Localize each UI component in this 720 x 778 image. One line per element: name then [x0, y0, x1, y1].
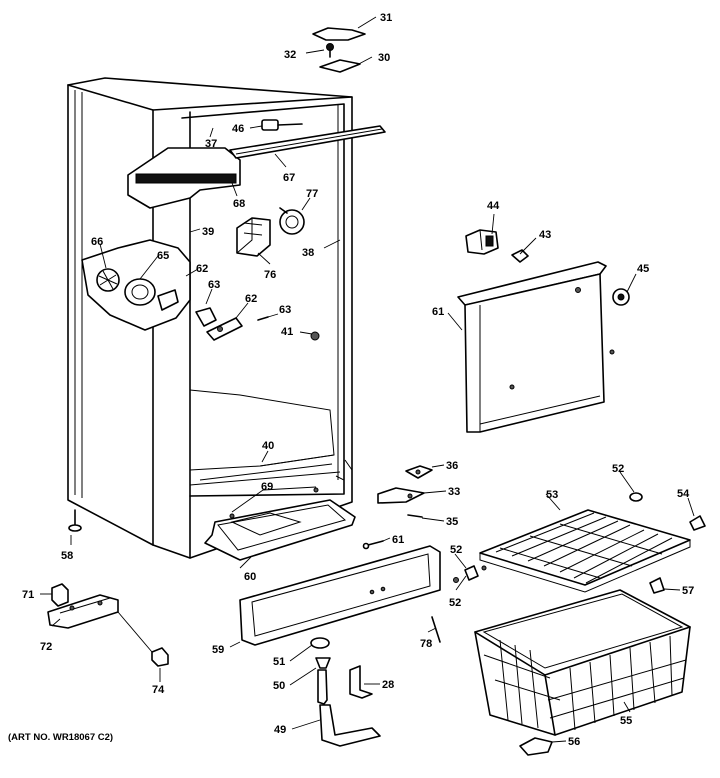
label-51: 51 [273, 656, 285, 668]
label-72: 72 [40, 641, 52, 653]
label-52-low: 52 [449, 597, 461, 609]
label-69: 69 [261, 481, 273, 493]
drain-tray [204, 487, 356, 561]
label-52-top: 52 [612, 463, 624, 475]
label-78: 78 [420, 638, 432, 650]
label-61-panel: 61 [432, 306, 444, 318]
leveling-leg [68, 509, 82, 532]
label-62-lower: 62 [245, 293, 257, 305]
label-45: 45 [637, 263, 649, 275]
label-38: 38 [302, 247, 314, 259]
fan-assembly [96, 268, 320, 341]
top-hinge-parts [312, 27, 366, 73]
evaporator-cover [457, 261, 615, 433]
label-33: 33 [448, 486, 460, 498]
label-50: 50 [273, 680, 285, 692]
label-77: 77 [306, 188, 318, 200]
label-37: 37 [205, 138, 217, 150]
label-65: 65 [157, 250, 169, 262]
label-49: 49 [274, 724, 286, 736]
label-60: 60 [244, 571, 256, 583]
thermostat-parts [236, 207, 305, 257]
shelf-clips [453, 492, 706, 594]
label-56: 56 [568, 736, 580, 748]
label-43: 43 [539, 229, 551, 241]
hinge-bracket-parts [377, 465, 433, 518]
label-63-upper: 63 [208, 279, 220, 291]
label-32: 32 [284, 49, 296, 61]
label-46: 46 [232, 123, 244, 135]
electrical-parts [47, 583, 169, 667]
label-55: 55 [620, 715, 632, 727]
label-58: 58 [61, 550, 73, 562]
label-66: 66 [91, 236, 103, 248]
freezer-basket [474, 589, 691, 736]
part-labels: 31 32 30 46 37 67 68 77 38 76 66 39 65 6… [8, 12, 694, 748]
label-62-upper: 62 [196, 263, 208, 275]
label-71: 71 [22, 589, 34, 601]
label-30: 30 [378, 52, 390, 64]
label-68: 68 [233, 198, 245, 210]
label-44: 44 [487, 200, 500, 212]
label-28: 28 [382, 679, 394, 691]
basket-foot [519, 737, 553, 756]
label-59: 59 [212, 644, 224, 656]
evaporator-parts [465, 229, 630, 306]
label-54: 54 [677, 488, 690, 500]
label-63-lower: 63 [279, 304, 291, 316]
top-interior-parts [229, 119, 386, 159]
leader-lines [40, 16, 695, 743]
label-67: 67 [283, 172, 295, 184]
label-35: 35 [446, 516, 458, 528]
label-76: 76 [264, 269, 276, 281]
label-52-mid: 52 [450, 544, 462, 556]
label-36: 36 [446, 460, 458, 472]
label-39: 39 [202, 226, 214, 238]
front-grille-parts [239, 540, 441, 646]
art-number: (ART NO. WR18067 C2) [8, 732, 113, 743]
label-41: 41 [281, 326, 293, 338]
label-74: 74 [152, 684, 165, 696]
wire-shelf [479, 509, 691, 593]
drain-parts [310, 637, 381, 747]
label-40: 40 [262, 440, 274, 452]
label-57: 57 [682, 585, 694, 597]
label-53: 53 [546, 489, 558, 501]
label-31: 31 [380, 12, 392, 24]
label-61-pin: 61 [392, 534, 404, 546]
